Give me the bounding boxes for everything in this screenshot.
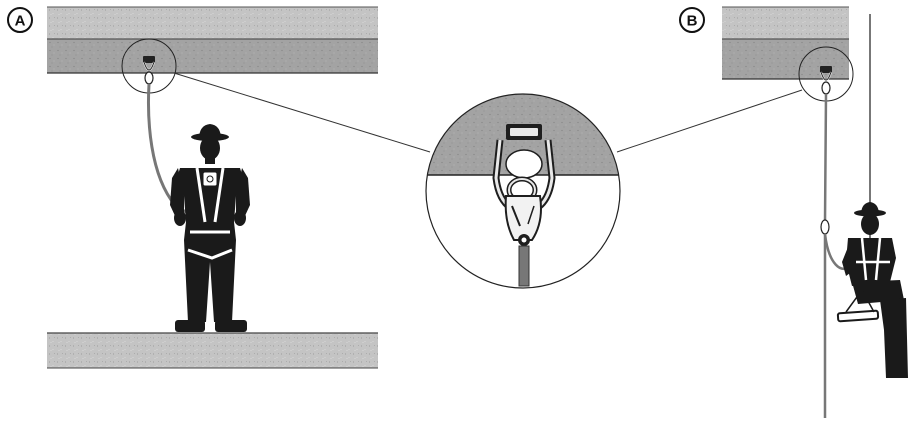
panel-a-badge: A [7, 7, 33, 33]
bosun-seat-icon [836, 288, 880, 323]
anchor-plate-b-icon [820, 66, 832, 95]
harness-b [856, 237, 890, 281]
zoom-detail [425, 93, 621, 289]
chest-clip-icon [202, 171, 218, 187]
rope-grab-icon [820, 219, 830, 235]
ceiling-slab-a [47, 6, 378, 74]
carabiner-icon [144, 71, 154, 85]
zoom-circle [425, 93, 621, 289]
panel-b: B [679, 6, 908, 418]
callout-line-b [616, 89, 803, 153]
panel-b-badge: B [679, 7, 705, 33]
panel-a: A [7, 6, 378, 369]
anchor-plate-detail-icon [492, 124, 556, 216]
lanyard-rope-b [823, 93, 828, 418]
callout-line-a [173, 72, 431, 153]
harness-a [187, 167, 233, 260]
anchor-plate-icon [143, 56, 155, 71]
panel-b-label: B [687, 13, 698, 30]
snap-hook-detail-icon [504, 176, 542, 246]
floor-slab-a [47, 332, 378, 369]
seated-worker-icon [836, 202, 908, 378]
rope-detail [518, 245, 530, 287]
worker-figure-icon [170, 124, 250, 332]
panel-a-label: A [15, 13, 26, 30]
